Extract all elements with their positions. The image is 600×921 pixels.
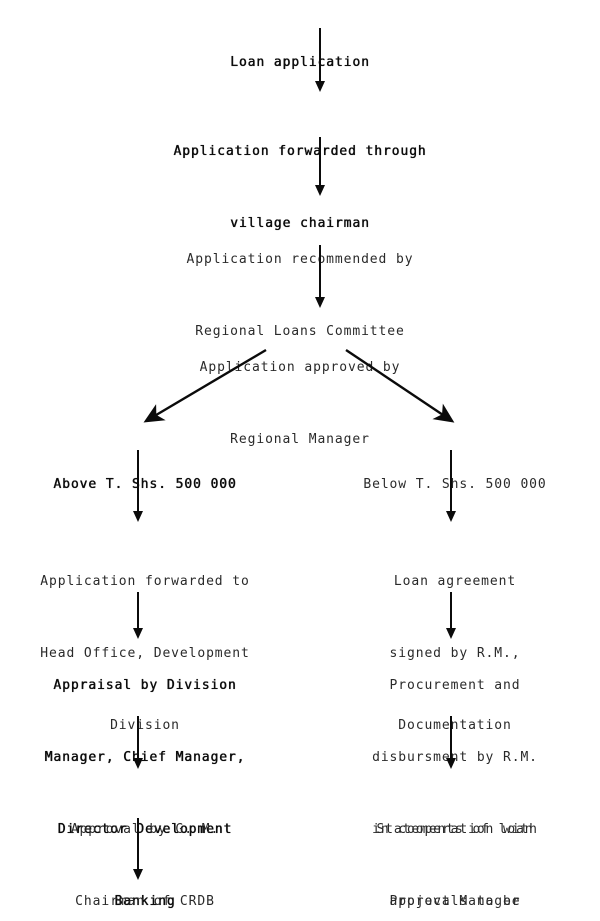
node-line: Project Manager [389, 894, 521, 909]
node-line: Regional Loans Committee [195, 324, 405, 339]
node-statements-loan-approvals-monitoring: Statements of loan approvals to be regul… [310, 770, 600, 921]
node-line: Appraisal by Division [53, 678, 237, 693]
node-line: village chairman [230, 216, 370, 231]
node-line: approvals to be [389, 894, 521, 909]
node-line: Application forwarded to [40, 574, 250, 589]
node-line: Banking [114, 894, 176, 909]
arrow-right-1 [450, 450, 452, 513]
arrow-left-2 [137, 592, 139, 630]
arrow-right-2 [450, 592, 452, 630]
node-line: Statements of loan [376, 822, 534, 837]
arrow-left-3 [137, 716, 139, 760]
arrow-right-3 [450, 716, 452, 760]
node-line: Director Development [57, 822, 233, 837]
node-loan-application: Loan application [0, 3, 600, 123]
node-procurement-disbursment-rm-project-manager: Procurement and disbursment by R.M. in c… [310, 626, 600, 921]
node-line: Head Office, Development [40, 646, 250, 661]
arrow-left-1 [137, 450, 139, 513]
node-forwarded-village-chairman: Application forwarded through village ch… [0, 92, 600, 284]
node-line: Loan agreement [393, 574, 517, 589]
node-line: Application recommended by [186, 252, 414, 267]
branch-label-above-threshold: Above T. Shs. 500 000 [0, 425, 290, 545]
arrow-trunk-1 [319, 28, 321, 83]
node-line: in cooperation with [372, 822, 538, 837]
node-recommended-regional-loans-committee: Application recommended by Regional Loan… [0, 200, 600, 392]
node-line: Application approved by [199, 360, 401, 375]
arrow-left-4 [137, 818, 139, 871]
node-line: Procurement and [389, 678, 521, 693]
node-line: disbursment by R.M. [372, 750, 538, 765]
node-line: Manager, Chief Manager, [44, 750, 246, 765]
node-line: Documentation [398, 718, 512, 733]
node-approval-gm-chairman-crdb: Approval by G. M. Chairman of CRDB [0, 770, 290, 921]
node-line: Approval by G. M. [70, 822, 220, 837]
arrow-trunk-2 [319, 137, 321, 187]
node-line: Regional Manager [230, 432, 370, 447]
branch-condition-text: Above T. Shs. 500 000 [53, 477, 237, 492]
node-line: Application forwarded through [173, 144, 427, 159]
node-line: signed by R.M., [389, 646, 521, 661]
node-line: Chairman of CRDB [75, 894, 215, 909]
arrow-trunk-3 [319, 245, 321, 299]
node-loan-agreement-signed-rm-documentation: Loan agreement signed by R.M., Documenta… [310, 522, 600, 786]
branch-condition-text: Below T. Shs. 500 000 [363, 477, 547, 492]
node-loan-documentation: Loan documentation [0, 884, 290, 921]
node-line: Division [110, 718, 180, 733]
node-appraisal-division-chief-director: Appraisal by Division Manager, Chief Man… [0, 626, 290, 921]
node-line: Loan application [230, 55, 370, 70]
node-forwarded-head-office-development-division: Application forwarded to Head Office, De… [0, 522, 290, 786]
